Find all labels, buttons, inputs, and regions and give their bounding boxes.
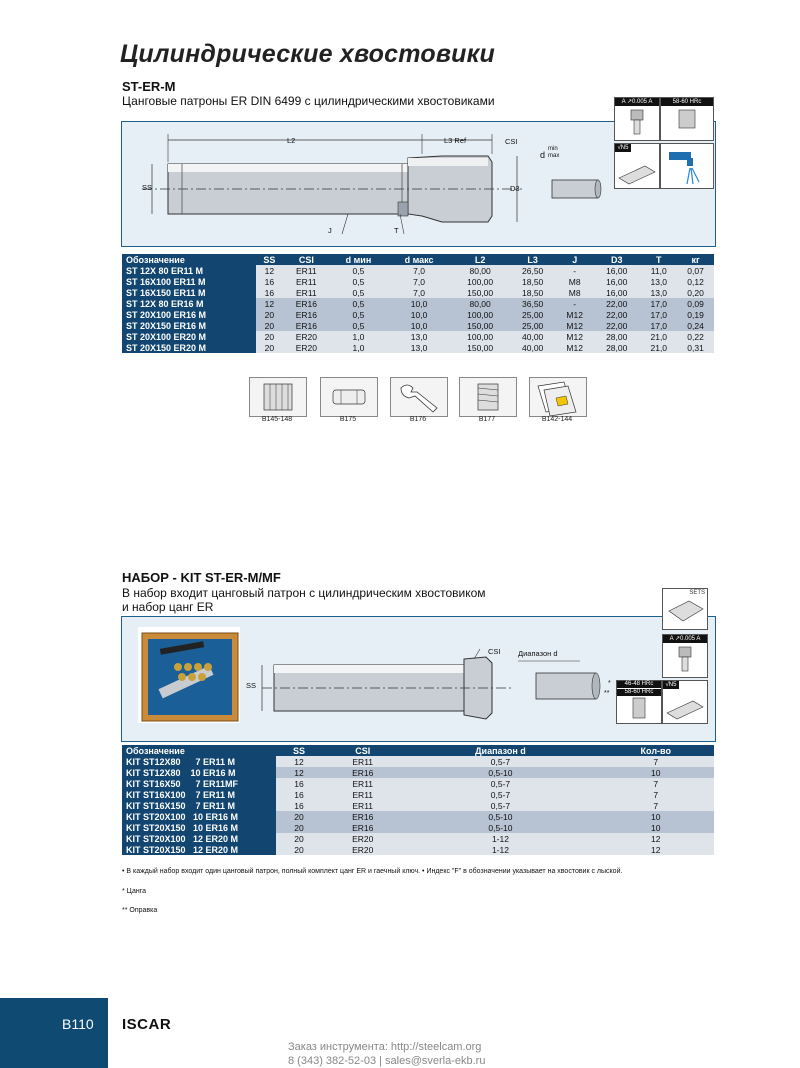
accessory-ref[interactable]: B177 xyxy=(478,416,496,423)
brand-name: ISCAR xyxy=(122,1016,172,1033)
dim-ss: SS xyxy=(142,183,153,192)
dim-l2: L2 xyxy=(287,136,296,145)
table-header-row: Обозначение SS CSI d мин d макс L2 L3 J … xyxy=(122,254,714,265)
col-header: SS xyxy=(256,254,283,265)
section2-drawing-box: SS CSI Диапазон d xyxy=(121,616,716,742)
hardness-icon: 46-48 HRc 58-60 HRc xyxy=(616,680,662,724)
dim-j: J xyxy=(328,226,332,235)
kit-drawing xyxy=(138,627,601,723)
kit-note: • В каждый набор входит один цанговый па… xyxy=(122,868,623,875)
dim-d3: D3 xyxy=(510,184,520,193)
holder-marker: ** xyxy=(604,690,610,697)
dim-ss: SS xyxy=(246,681,257,690)
col-header: Обозначение xyxy=(122,745,276,756)
dim-t: T xyxy=(394,226,399,235)
col-header: Диапазон d xyxy=(403,745,598,756)
dim-l3: L3 Ref xyxy=(444,136,467,145)
collet-icon xyxy=(249,377,307,417)
section2-code: НАБОР - KIT ST-ER-M/MF xyxy=(122,570,281,585)
accessory-ref[interactable]: B145-148 xyxy=(261,416,293,423)
col-header: L3 xyxy=(509,254,557,265)
dim-dmin: min xyxy=(548,146,558,152)
collet-marker: * xyxy=(608,680,611,687)
footer-band xyxy=(0,998,108,1068)
col-header: J xyxy=(556,254,594,265)
surface-finish-icon: √N5 xyxy=(662,680,708,724)
section1-table: Обозначение SS CSI d мин d макс L2 L3 J … xyxy=(122,254,714,353)
coolant-icon xyxy=(660,143,714,189)
accessory-ref[interactable]: B175 xyxy=(339,416,357,423)
legend-collet: * Цанга xyxy=(122,888,147,895)
hardness-icon: 58-60 HRc xyxy=(660,97,714,141)
contact-phone-email[interactable]: 8 (343) 382-52-03 | sales@sverla-ekb.ru xyxy=(288,1055,486,1067)
clamping-nut-icon xyxy=(320,377,378,417)
section2-table: Обозначение SS CSI Диапазон d Кол-во KIT… xyxy=(122,745,714,855)
dim-csi: CSI xyxy=(488,647,501,656)
contact-url[interactable]: Заказ инструмента: http://steelcam.org xyxy=(288,1041,482,1053)
col-header: SS xyxy=(276,745,322,756)
legend-holder: ** Оправка xyxy=(122,907,158,914)
page-title: Цилиндрические хвостовики xyxy=(120,40,495,68)
section2-description-2: и набор цанг ER xyxy=(122,600,214,614)
page-number: B110 xyxy=(62,1016,94,1032)
dim-csi: CSI xyxy=(505,137,518,146)
col-header: CSI xyxy=(282,254,330,265)
surface-finish-icon: √N5 xyxy=(614,143,660,189)
dim-range: Диапазон d xyxy=(518,649,558,658)
col-header: Кол-во xyxy=(597,745,714,756)
col-header: d макс xyxy=(386,254,452,265)
col-header: Обозначение xyxy=(122,254,256,265)
section1-description: Цанговые патроны ER DIN 6499 с цилиндрич… xyxy=(122,94,495,108)
section2-description-1: В набор входит цанговый патрон с цилиндр… xyxy=(122,586,486,600)
stop-screw-icon xyxy=(459,377,517,417)
runout-tolerance-icon: A ↗0.005 A xyxy=(614,97,660,141)
col-header: L2 xyxy=(451,254,510,265)
accessory-ref[interactable]: B142-144 xyxy=(541,416,573,423)
sets-icon: SETS xyxy=(662,588,708,630)
col-header: кг xyxy=(677,254,714,265)
section1-code: ST-ER-M xyxy=(122,79,176,94)
table-header-row: Обозначение SS CSI Диапазон d Кол-во xyxy=(122,745,714,756)
dim-dmax: max xyxy=(548,153,560,159)
runout-tolerance-icon: A ↗0.005 A xyxy=(662,634,708,678)
toolholder-drawing xyxy=(142,134,602,235)
accessory-ref[interactable]: B176 xyxy=(409,416,427,423)
dim-d: d xyxy=(540,150,546,160)
col-header: CSI xyxy=(322,745,404,756)
wrench-icon xyxy=(390,377,448,417)
col-header: T xyxy=(640,254,678,265)
col-header: D3 xyxy=(593,254,641,265)
catalog-pages-icon xyxy=(529,377,587,417)
col-header: d мин xyxy=(329,254,387,265)
